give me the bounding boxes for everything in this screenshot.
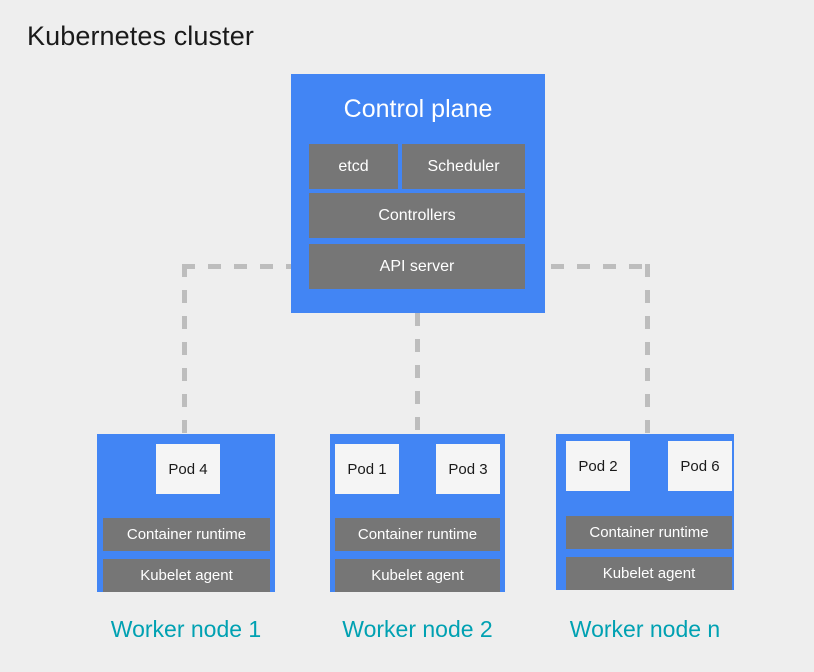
control-plane-title: Control plane	[343, 95, 493, 123]
connector-api-to-worker-1-vertical	[182, 264, 187, 436]
connector-api-to-worker-1-horizontal	[182, 264, 310, 269]
worker-node-1-container-runtime: Container runtime	[103, 518, 270, 551]
control-plane-component-api-server: API server	[309, 244, 525, 289]
pod-box: Pod 3	[436, 444, 500, 494]
worker-node-2-container-runtime: Container runtime	[335, 518, 500, 551]
worker-node-n-box: Pod 2 Pod 6 Container runtime Kubelet ag…	[556, 434, 734, 590]
page-title: Kubernetes cluster	[27, 21, 254, 51]
worker-node-2-caption: Worker node 2	[342, 616, 493, 642]
pod-box: Pod 4	[156, 444, 220, 494]
worker-node-2-kubelet-agent: Kubelet agent	[335, 559, 500, 592]
control-plane-component-controllers: Controllers	[309, 193, 525, 238]
connector-api-to-worker-2-vertical	[415, 313, 420, 436]
worker-node-2-box: Pod 1 Pod 3 Container runtime Kubelet ag…	[330, 434, 505, 592]
worker-node-1-kubelet-agent: Kubelet agent	[103, 559, 270, 592]
pod-box: Pod 1	[335, 444, 399, 494]
worker-node-1-caption: Worker node 1	[110, 616, 262, 642]
worker-node-n-kubelet-agent: Kubelet agent	[566, 557, 732, 590]
connector-api-to-worker-n-vertical	[645, 264, 650, 436]
control-plane-box: Control plane etcd Scheduler Controllers…	[291, 74, 545, 313]
connector-api-to-worker-n-horizontal	[525, 264, 650, 269]
worker-node-n-caption: Worker node n	[569, 616, 721, 642]
worker-node-1-box: Pod 4 Container runtime Kubelet agent	[97, 434, 275, 592]
worker-node-n-container-runtime: Container runtime	[566, 516, 732, 549]
pod-box: Pod 2	[566, 441, 630, 491]
control-plane-component-scheduler: Scheduler	[402, 144, 525, 189]
control-plane-component-etcd: etcd	[309, 144, 398, 189]
pod-box: Pod 6	[668, 441, 732, 491]
